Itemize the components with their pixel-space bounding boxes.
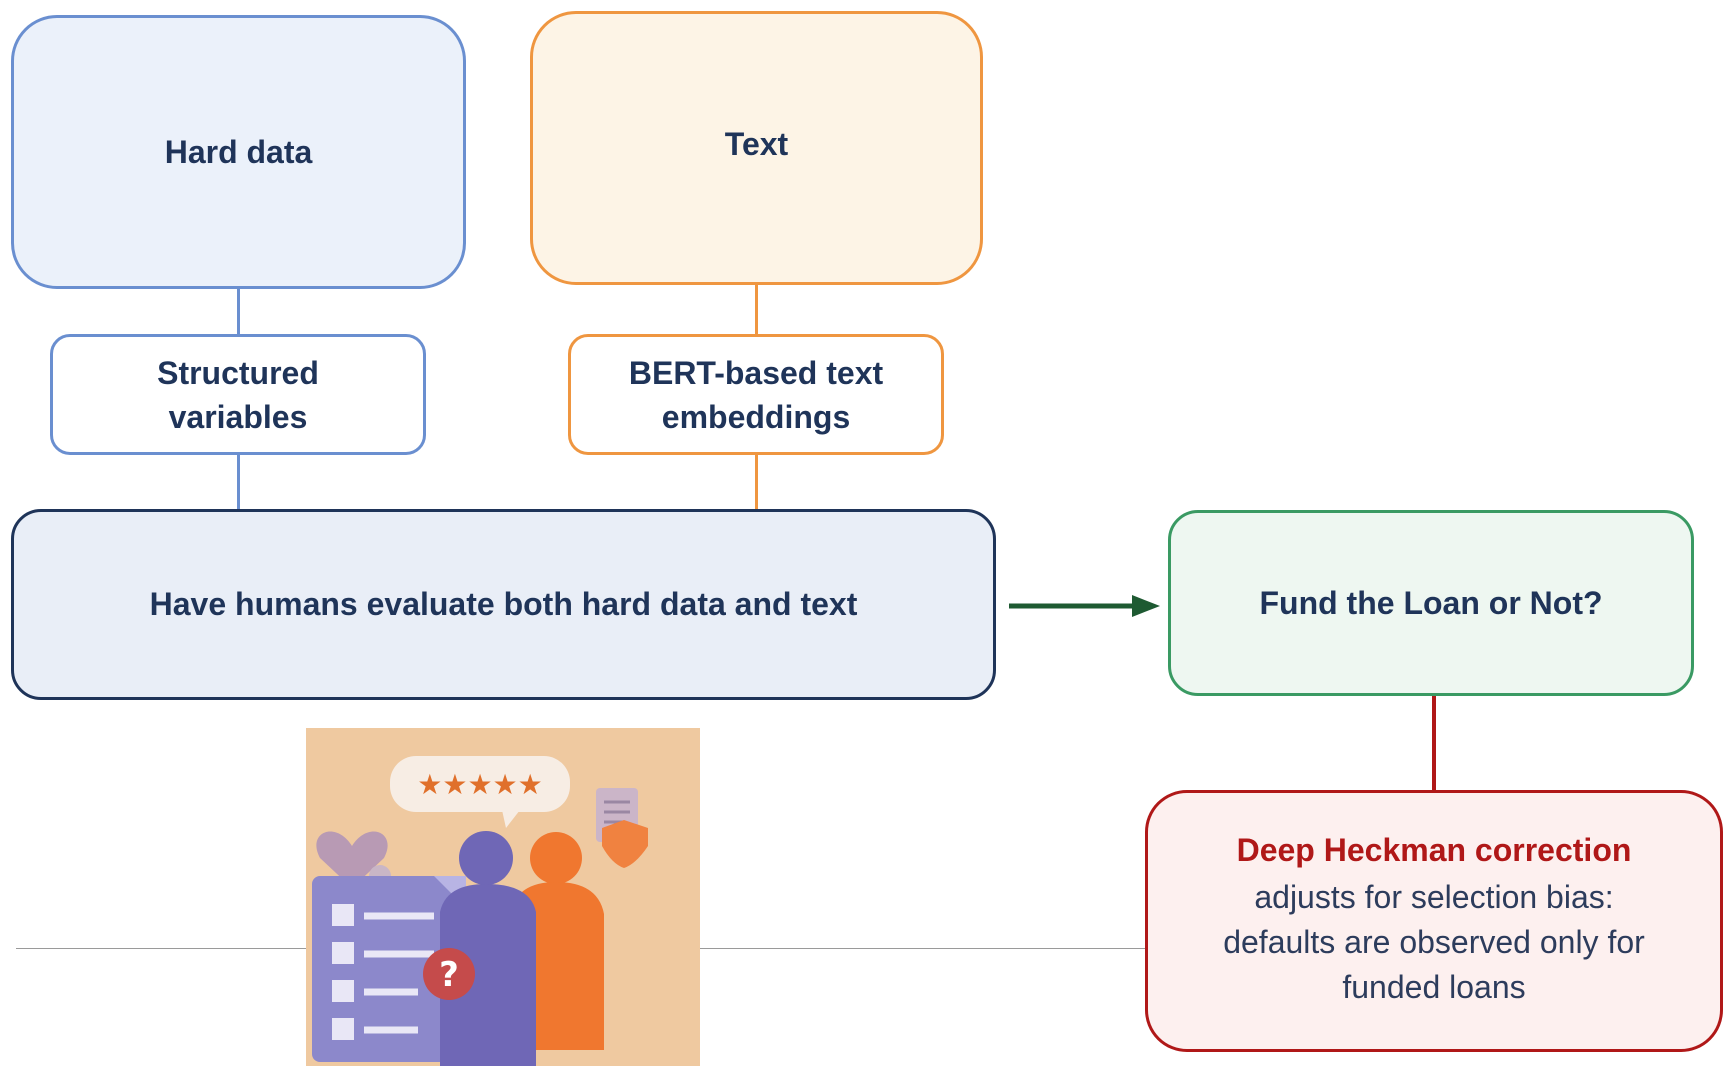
hard-data-label: Hard data xyxy=(164,133,313,170)
connector-bert-humans xyxy=(755,455,758,509)
heckman-title: Deep Heckman correction xyxy=(1236,832,1632,868)
shield-document-icon xyxy=(596,788,648,868)
human-evaluation-illustration: ★★★★★ ? xyxy=(306,728,700,1066)
human-evaluation-box: Have humans evaluate both hard data and … xyxy=(11,509,996,700)
human-evaluation-label: Have humans evaluate both hard data and … xyxy=(149,586,858,622)
people-icon xyxy=(440,831,604,1066)
heckman-description: adjusts for selection bias: defaults are… xyxy=(1223,879,1645,1005)
fund-decision-label: Fund the Loan or Not? xyxy=(1259,584,1603,621)
structured-variables-label: Structured variables xyxy=(157,354,319,435)
text-label: Text xyxy=(724,125,789,162)
fund-decision-box: Fund the Loan or Not? xyxy=(1168,510,1694,696)
review-stars-icon: ★★★★★ xyxy=(390,756,570,828)
heckman-correction-box: Deep Heckman correction adjusts for sele… xyxy=(1145,790,1723,1052)
svg-text:?: ? xyxy=(439,955,459,995)
svg-text:★★★★★: ★★★★★ xyxy=(417,768,543,801)
connector-fund-heckman xyxy=(1432,696,1436,790)
structured-variables-box: Structured variables xyxy=(50,334,426,455)
divider-line-right xyxy=(700,948,1145,949)
question-mark-icon: ? xyxy=(423,948,475,1000)
connector-hard-structured xyxy=(237,289,240,334)
hard-data-box: Hard data xyxy=(11,15,466,289)
connector-text-bert xyxy=(755,285,758,334)
arrow-right-icon xyxy=(1009,595,1160,617)
bert-embeddings-label: BERT-based text embeddings xyxy=(628,354,884,435)
divider-line-left xyxy=(16,948,306,949)
connector-structured-humans xyxy=(237,455,240,509)
bert-embeddings-box: BERT-based text embeddings xyxy=(568,334,944,455)
text-box: Text xyxy=(530,11,983,285)
